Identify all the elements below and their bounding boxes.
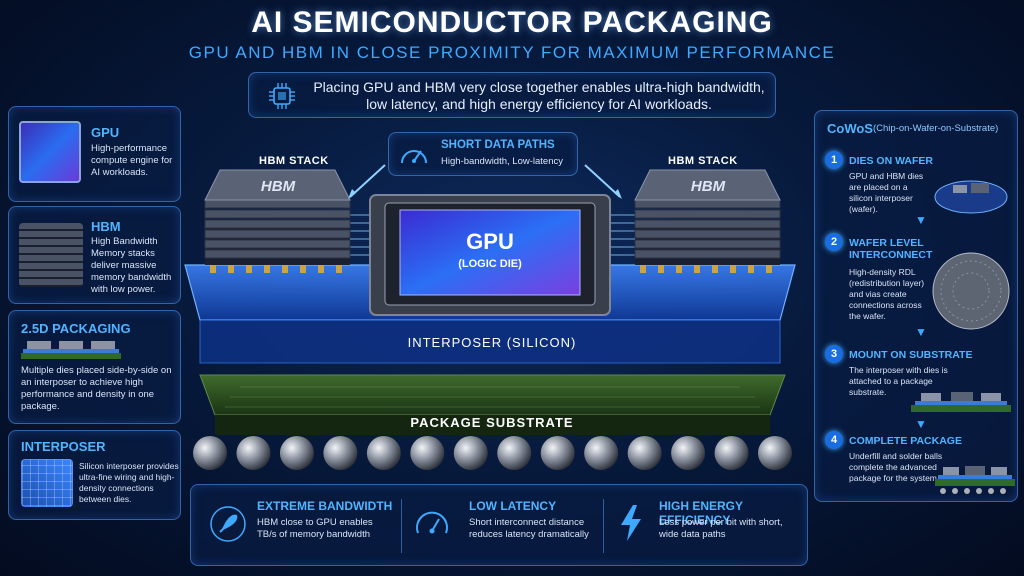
chip-icon (269, 83, 295, 109)
hbm-stack-left-label: HBM STACK (259, 155, 329, 167)
hbm-stack-right-label: HBM STACK (668, 155, 738, 167)
step-2-title: WAFER LEVEL INTERCONNECT (849, 237, 933, 261)
step-arrow-icon: ▼ (915, 417, 927, 431)
feature-divider (603, 499, 604, 553)
interposer-label: INTERPOSER (SILICON) (408, 335, 577, 350)
substrate-traces (225, 386, 760, 408)
packaging-thumbnail (21, 341, 121, 359)
page-subtitle: GPU AND HBM IN CLOSE PROXIMITY FOR MAXIM… (188, 43, 836, 62)
short-data-paths-text: High-bandwidth, Low-latency (441, 156, 563, 167)
step-arrow-icon: ▼ (915, 213, 927, 227)
cowos-panel: CoWoS (Chip-on-Wafer-on-Substrate) 1 DIE… (814, 110, 1018, 502)
cowos-title-sub: (Chip-on-Wafer-on-Substrate) (873, 123, 999, 134)
step-4-text: Underfill and solder balls complete the … (849, 451, 943, 483)
hbm-chip-right-label: HBM (691, 178, 726, 195)
packaging-card-text: Multiple dies placed side-by-side on an … (21, 365, 172, 412)
solder-ball (497, 436, 532, 470)
solder-ball (279, 436, 314, 470)
feature-latency-text: Short interconnect distance reduces late… (469, 517, 589, 540)
rocket-icon (210, 506, 246, 542)
step-3-text: The interposer with dies is attached to … (849, 365, 948, 397)
solder-ball (671, 436, 706, 470)
data-path-arrows (349, 164, 621, 198)
cowos-title: CoWoS (827, 121, 873, 136)
step-1-text: GPU and HBM dies are placed on a silicon… (849, 171, 924, 214)
step-2-text: High-density RDL (redistribution layer) … (849, 267, 925, 321)
package-diagram: PACKAGE SUBSTRATE INTERPOSER (SILICON) H… (184, 164, 796, 470)
hbm-card-title: HBM (91, 219, 121, 234)
solder-ball (410, 436, 445, 470)
feature-efficiency-title: HIGH ENERGY EFFICIENCY (659, 499, 743, 527)
gauge-icon (416, 511, 448, 534)
solder-balls (193, 436, 792, 470)
speedometer-icon (401, 150, 427, 164)
substrate-label: PACKAGE SUBSTRATE (410, 415, 573, 430)
feature-bandwidth-title: EXTREME BANDWIDTH (257, 499, 393, 513)
solder-ball (627, 436, 662, 470)
wafer-with-dies-thumbnail (934, 180, 1008, 214)
intro-text: Placing GPU and HBM very close together … (313, 79, 765, 112)
solder-ball (366, 436, 401, 470)
solder-ball (540, 436, 575, 470)
complete-package-thumbnail (935, 466, 1015, 494)
solder-ball (323, 436, 358, 470)
step-arrow-icon: ▼ (915, 325, 927, 339)
feature-efficiency-text: Less power per bit with short, wide data… (659, 517, 783, 540)
step-3-number: 3 (825, 345, 843, 363)
hbm-chip-left-label: HBM (261, 178, 296, 195)
solder-ball (236, 436, 271, 470)
package-substrate (199, 374, 786, 416)
step-4-number: 4 (825, 431, 843, 449)
hbm-stack-thumbnail (19, 223, 83, 287)
hbm-card: HBM High Bandwidth Memory stacks deliver… (8, 206, 181, 304)
gpu-card: GPU High-performance compute engine for … (8, 106, 181, 202)
substrate-edge (215, 415, 770, 435)
interposer-card: INTERPOSER Silicon interposer provides u… (8, 430, 181, 520)
gpu-die (369, 194, 611, 316)
gpu-sublabel: (LOGIC DIE) (458, 258, 522, 270)
solder-ball (714, 436, 749, 470)
hbm-stack-left (204, 169, 351, 273)
gpu-card-text: High-performance compute engine for AI w… (91, 143, 173, 178)
packaging-card-title: 2.5D PACKAGING (21, 321, 131, 336)
solder-ball (193, 436, 227, 470)
gpu-chip-thumbnail (19, 121, 81, 183)
solder-ball (453, 436, 488, 470)
packaging-card: 2.5D PACKAGING Multiple dies placed side… (8, 310, 181, 424)
interposer-card-title: INTERPOSER (21, 439, 106, 454)
short-data-paths-title: SHORT DATA PATHS (441, 139, 555, 151)
interposer-edge (199, 319, 781, 364)
feature-latency-title: LOW LATENCY (469, 499, 557, 513)
feature-divider (401, 499, 402, 553)
mounted-package-thumbnail (911, 392, 1011, 412)
gpu-label: GPU (466, 229, 514, 254)
step-1-title: DIES ON WAFER (849, 155, 934, 167)
hbm-card-text: High Bandwidth Memory stacks deliver mas… (91, 236, 172, 295)
interposer-thumbnail (21, 459, 73, 507)
step-3-title: MOUNT ON SUBSTRATE (849, 349, 973, 361)
short-data-paths-box: SHORT DATA PATHS High-bandwidth, Low-lat… (388, 132, 578, 176)
intro-box: Placing GPU and HBM very close together … (248, 72, 776, 118)
interposer-card-text: Silicon interposer provides ultra-fine w… (79, 461, 179, 504)
feature-bandwidth-text: HBM close to GPU enables TB/s of memory … (257, 517, 373, 540)
step-1-number: 1 (825, 151, 843, 169)
page-title: AI SEMICONDUCTOR PACKAGING (251, 6, 773, 39)
solder-ball (758, 436, 792, 470)
step-2-number: 2 (825, 233, 843, 251)
hbm-stack-right (634, 169, 781, 273)
step-4-title: COMPLETE PACKAGE (849, 435, 962, 447)
feature-bar: EXTREME BANDWIDTH HBM close to GPU enabl… (190, 484, 808, 566)
solder-ball (584, 436, 619, 470)
wafer-thumbnail (932, 252, 1010, 330)
gpu-card-title: GPU (91, 125, 120, 140)
lightning-icon (621, 505, 641, 541)
